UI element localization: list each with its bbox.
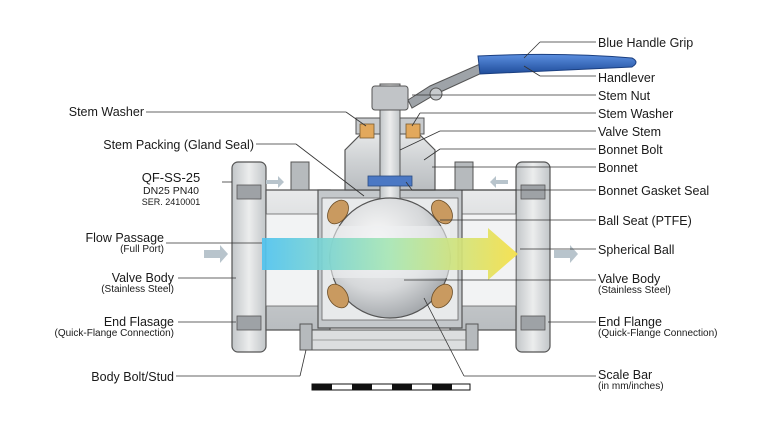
label-stem-nut: Stem Nut xyxy=(598,89,651,103)
handle-lever xyxy=(407,53,637,109)
top-body-bolts xyxy=(290,161,474,191)
body-marking: QF-SS-25 DN25 PN40 SER. 2410001 xyxy=(122,170,220,207)
bonnet-gasket xyxy=(367,175,413,187)
label-valve-stem: Valve Stem xyxy=(598,125,661,139)
label-stem-packing: Stem Packing (Gland Seal) xyxy=(103,138,254,152)
right-leader-lines xyxy=(399,41,596,377)
left-leader-lines xyxy=(146,111,367,377)
stem-packing-left xyxy=(359,123,375,139)
label-valve-body-right: Valve Body (Stainless Steel) xyxy=(598,272,671,297)
label-ball-seat: Ball Seat (PTFE) xyxy=(598,214,692,228)
label-body-bolt: Body Bolt/Stud xyxy=(91,370,174,384)
label-bonnet: Bonnet xyxy=(598,161,638,175)
label-blue-handle-grip: Blue Handle Grip xyxy=(598,36,694,50)
label-end-flange-right: End Flange (Quick-Flange Connection) xyxy=(598,315,718,340)
direction-arrows xyxy=(204,176,578,263)
label-bonnet-gasket-seal: Bonnet Gasket Seal xyxy=(598,184,710,198)
scale-bar xyxy=(311,383,471,391)
label-handlever: Handlever xyxy=(598,71,655,85)
body-serial: SER. 2410001 xyxy=(141,197,201,207)
label-stem-washer-right: Stem Washer xyxy=(598,107,674,121)
flow-arrow xyxy=(262,228,518,280)
left-end-flange xyxy=(231,161,267,353)
body-rating: DN25 PN40 xyxy=(142,185,200,197)
ball-seats xyxy=(327,199,453,309)
label-scale-bar: Scale Bar (in mm/inches) xyxy=(598,368,664,393)
label-bonnet-bolt: Bonnet Bolt xyxy=(598,143,663,157)
label-stem-washer-left: Stem Washer xyxy=(68,105,144,119)
label-spherical-ball: Spherical Ball xyxy=(598,243,675,257)
label-end-flange-left: End Flasage (Quick-Flange Connection) xyxy=(54,315,175,340)
right-end-flange xyxy=(515,161,551,353)
body-bolts xyxy=(299,323,479,351)
label-flow-passage: Flow Passage (Full Port) xyxy=(85,231,164,256)
stem-packing-right xyxy=(405,123,421,139)
body-model: QF-SS-25 xyxy=(141,170,201,185)
label-valve-body-left: Valve Body (Stainless Steel) xyxy=(101,271,174,296)
